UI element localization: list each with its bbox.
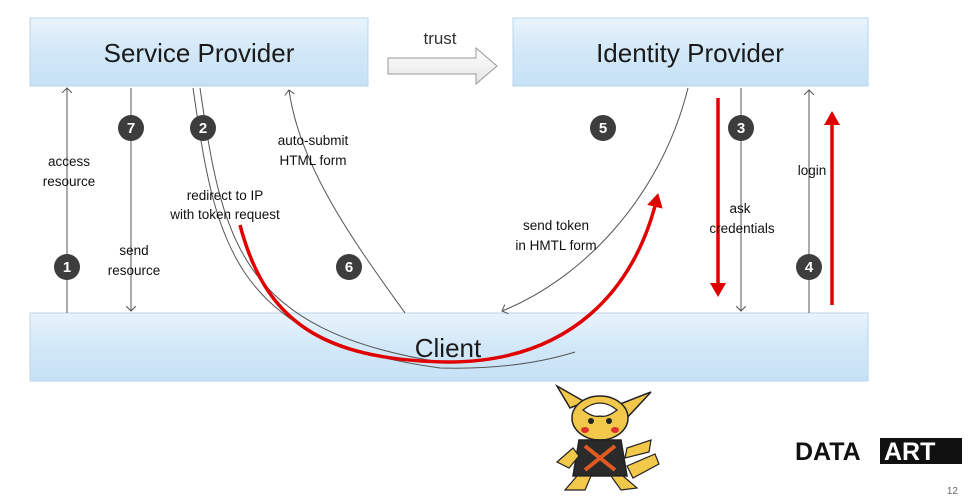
identity-provider-label: Identity Provider [596,38,784,68]
step-6-label: auto-submit HTML form [278,133,349,168]
step-5-badge: 5 [590,115,616,141]
step-7-badge: 7 [118,115,144,141]
svg-text:1: 1 [63,259,71,276]
svg-text:auto-submit: auto-submit [278,133,349,148]
svg-text:5: 5 [599,120,607,137]
logo-part-data: DATA [795,438,861,466]
svg-text:2: 2 [199,120,207,137]
svg-text:in HMTL form: in HMTL form [515,238,596,253]
client-label: Client [415,333,482,363]
service-provider-box: Service Provider [29,17,369,87]
red-token-flow-arrow [238,193,663,364]
arrow-auto-submit [289,90,406,314]
step-5-label: send token in HMTL form [515,218,596,253]
logo-part-art: ART [884,438,935,466]
svg-text:3: 3 [737,120,745,137]
svg-text:send token: send token [523,218,589,233]
step-6-badge: 6 [336,254,362,280]
service-provider-label: Service Provider [104,38,295,68]
svg-text:redirect to IP: redirect to IP [187,188,264,203]
client-box: Client [29,312,869,382]
step-4-label: login [798,163,827,178]
svg-text:6: 6 [345,259,353,276]
trust-label: trust [423,29,456,48]
arrow-send-token [502,87,689,311]
svg-text:access: access [48,154,90,169]
svg-text:with token request: with token request [169,207,280,222]
identity-provider-box: Identity Provider [512,17,869,87]
svg-text:HTML form: HTML form [280,153,347,168]
step-3-label: ask credentials [709,201,775,236]
step-2-badge: 2 [190,115,216,141]
page-number: 12 [947,486,959,497]
step-3-badge: 3 [728,115,754,141]
step-1-label: access resource [43,154,96,189]
svg-text:resource: resource [108,263,161,278]
dataart-logo: DATA ART [795,438,962,466]
svg-text:credentials: credentials [709,221,775,236]
step-2-label: redirect to IP with token request [169,188,280,222]
svg-text:login: login [798,163,827,178]
step-7-label: send resource [108,243,161,278]
svg-text:send: send [119,243,148,258]
svg-text:ask: ask [729,201,750,216]
arrow-redirect-to-ip-inner [199,87,441,363]
step-4-badge: 4 [796,254,822,280]
step-1-badge: 1 [54,254,80,280]
svg-text:4: 4 [805,259,814,276]
trust-arrow: trust [387,29,498,86]
svg-text:resource: resource [43,174,96,189]
mascot-illustration [554,383,660,491]
svg-text:7: 7 [127,120,135,137]
